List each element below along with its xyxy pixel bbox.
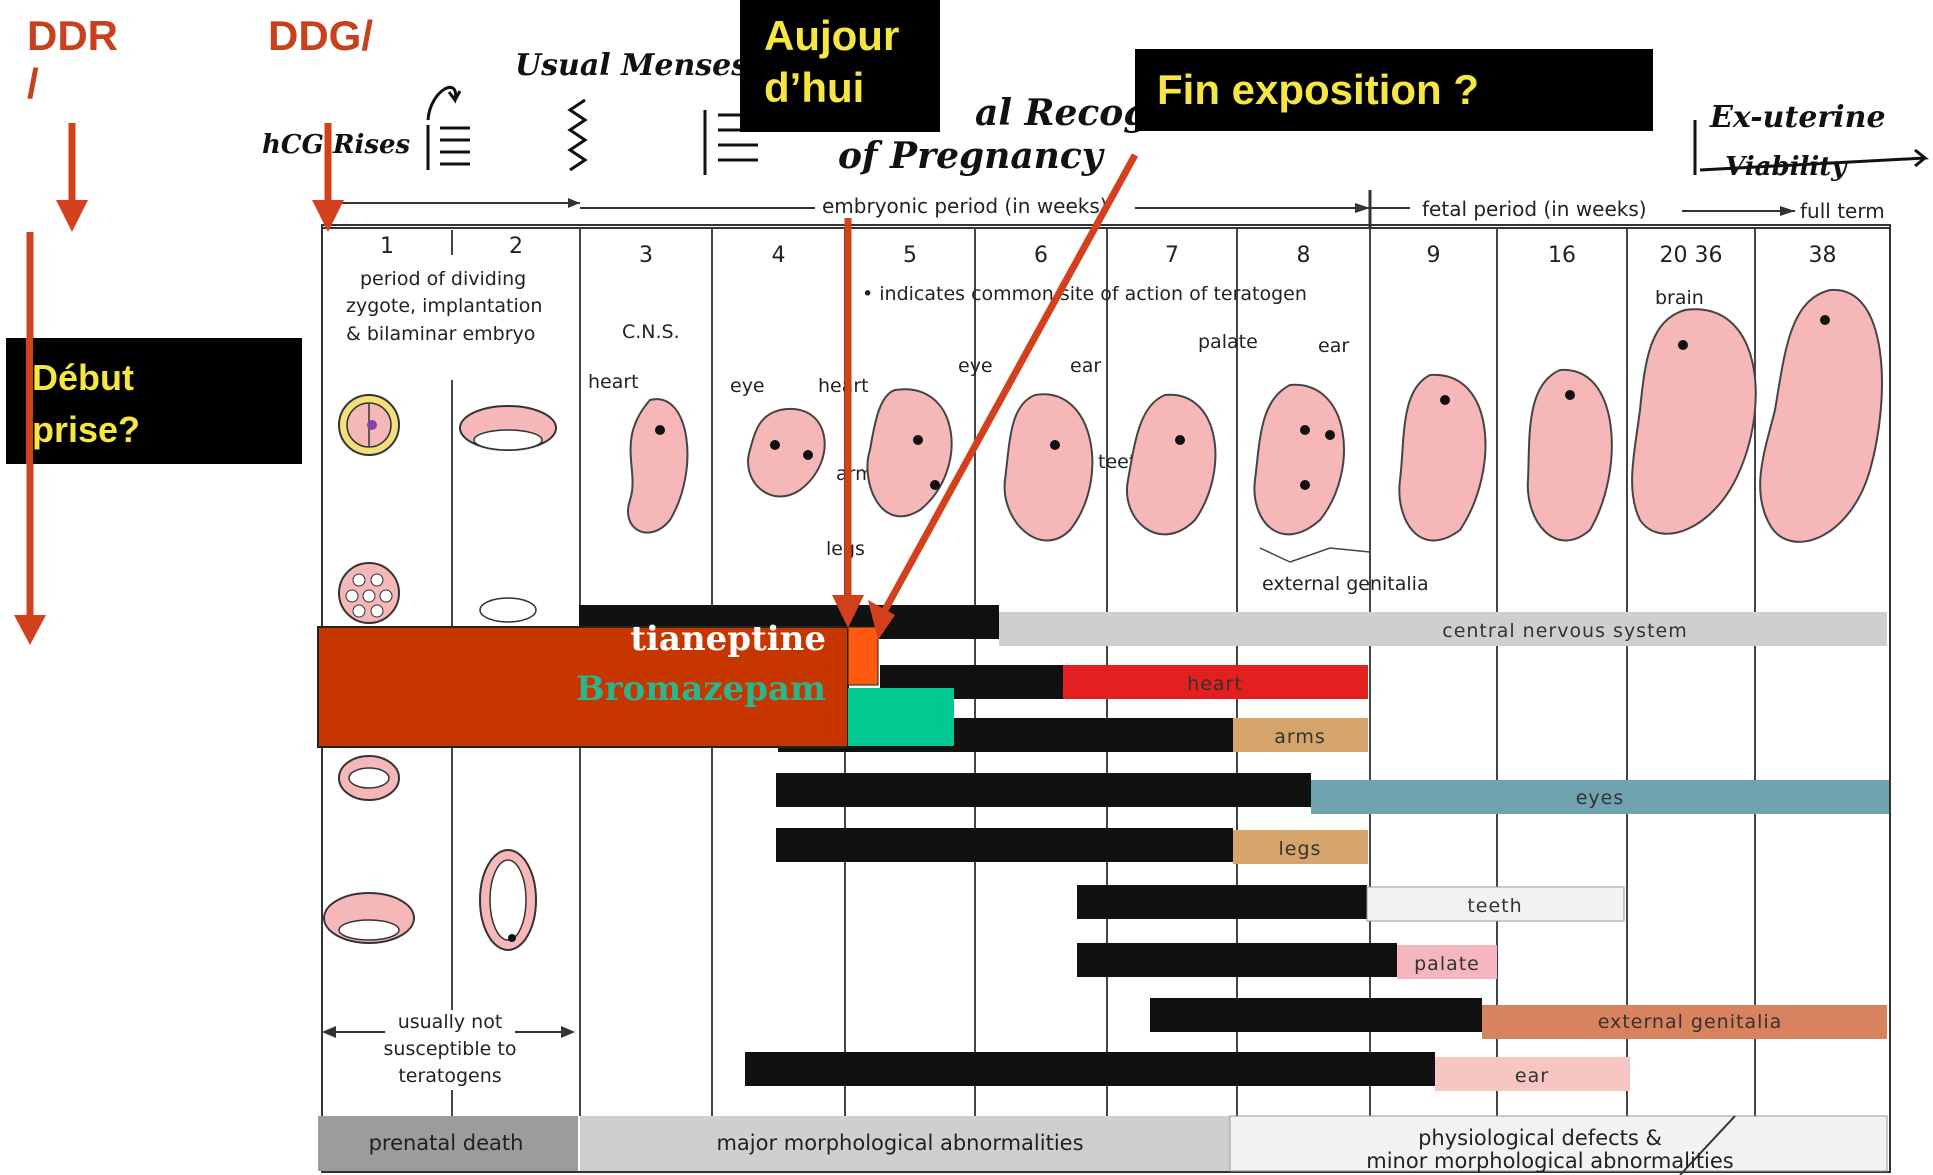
week-number: 3	[639, 243, 653, 268]
week-numbers: 1 2 3 4 5 6 7 8 9 16 20 36 38	[380, 234, 1837, 268]
susceptible-text: susceptible to	[384, 1038, 517, 1060]
period-dividing-text: period of dividing	[360, 268, 526, 290]
brain-label: brain	[1655, 287, 1704, 309]
week-number: 9	[1427, 243, 1441, 268]
heart-label-wk4: heart	[818, 375, 869, 397]
ear-bar-label: ear	[1515, 1065, 1549, 1087]
minor-abnormalities-text: minor morphological abnormalities	[1366, 1149, 1734, 1173]
major-abnormalities-text: major morphological abnormalities	[716, 1131, 1083, 1155]
bromazepam-label: Bromazepam	[576, 669, 826, 709]
teratogens-text: teratogens	[398, 1065, 501, 1087]
week-number: 2	[509, 234, 523, 259]
heart-bar-label: heart	[1187, 673, 1243, 695]
week-number: 4	[772, 243, 786, 268]
arms-bar-label: arms	[1274, 726, 1326, 748]
debut-prise-arrow-overlay	[26, 338, 33, 464]
fetal-period-label: fetal period (in weeks)	[1422, 197, 1647, 221]
exposure-overlays: tianeptine Bromazepam	[318, 619, 954, 747]
embryonic-period-label: embryonic period (in weeks)	[822, 194, 1108, 218]
palate-label-wk8: palate	[1198, 331, 1258, 353]
ear-label-wk8: ear	[1318, 335, 1349, 357]
not-susceptible-note: usually not susceptible to teratogens	[322, 1010, 575, 1090]
fin-exposition-callout: Fin exposition ?	[1135, 49, 1653, 131]
usually-not-text: usually not	[398, 1011, 503, 1033]
full-term-label: full term	[1800, 199, 1885, 223]
week-number: 38	[1809, 243, 1837, 268]
ddg-label: DDG/	[268, 12, 373, 60]
prenatal-death-text: prenatal death	[369, 1131, 524, 1155]
physiological-text: physiological defects &	[1418, 1126, 1662, 1150]
palate-bar-label: palate	[1414, 953, 1480, 975]
zygote-text: zygote, implantation	[346, 295, 542, 317]
legs-bar-label: legs	[1279, 838, 1322, 860]
eyes-bar-label: eyes	[1576, 787, 1625, 809]
embryo-drawings	[628, 290, 1882, 542]
heart-label-wk3: heart	[588, 371, 639, 393]
external-genitalia-bar-label: external genitalia	[1598, 1011, 1783, 1033]
week-number: 20 36	[1660, 243, 1723, 268]
tianeptine-marker	[848, 627, 878, 685]
eye-label-wk4: eye	[730, 375, 765, 397]
teeth-bar-label: teeth	[1467, 895, 1522, 917]
week-number: 16	[1548, 243, 1576, 268]
bilaminar-text: & bilaminar embryo	[346, 323, 535, 345]
eye-label-wk5: eye	[958, 355, 993, 377]
tianeptine-label: tianeptine	[630, 619, 826, 659]
week-number: 6	[1034, 243, 1048, 268]
cns-text: C.N.S.	[622, 321, 680, 343]
external-genitalia-label: external genitalia	[1262, 573, 1429, 595]
debut-prise-callout: Début prise?	[6, 338, 302, 464]
bromazepam-marker	[848, 688, 954, 746]
week-number: 5	[903, 243, 917, 268]
indicates-text: • indicates common site of action of ter…	[862, 283, 1307, 305]
week-number: 7	[1165, 243, 1179, 268]
outcome-bar: prenatal death major morphological abnor…	[318, 1116, 1887, 1175]
week-number: 1	[380, 234, 394, 259]
aujourdhui-callout: Aujour d’hui	[740, 0, 940, 132]
fin-exposition-arrow	[885, 155, 1135, 610]
week-number: 8	[1297, 243, 1311, 268]
ear-label-wk6: ear	[1070, 355, 1101, 377]
cns-bar-label: central nervous system	[1442, 620, 1687, 642]
ddr-label: DDR /	[27, 12, 118, 108]
